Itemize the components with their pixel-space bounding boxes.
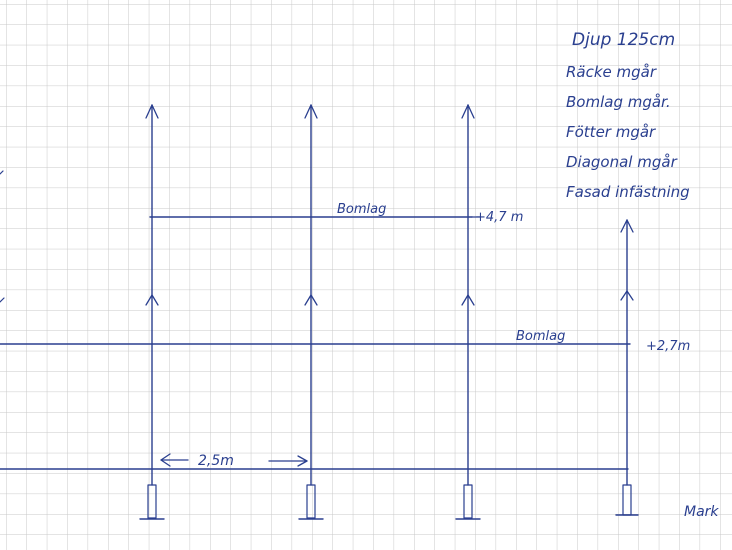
ground-label: Mark — [684, 504, 719, 520]
note-diagonal: Diagonal mgår — [566, 153, 678, 171]
note-railing: Räcke mgår — [566, 63, 657, 81]
note-depth: Djup 125cm — [572, 30, 675, 50]
edge-mark-1 — [0, 170, 4, 175]
bay-width-label: 2,5m — [198, 453, 234, 469]
bay-width-dimension — [160, 453, 308, 467]
standard-3 — [455, 104, 481, 520]
ledger-label-lower: Bomlag — [516, 329, 565, 344]
standard-2 — [298, 104, 324, 520]
edge-mark-2 — [0, 297, 5, 303]
height-label-lower: +2,7m — [646, 339, 690, 354]
height-label-upper: +4,7 m — [475, 210, 523, 225]
note-facade-anchor: Fasad infästning — [566, 183, 690, 201]
note-ledger: Bomlag mgår. — [566, 93, 671, 111]
ledger-label-upper: Bomlag — [337, 202, 386, 217]
notes-list: Djup 125cm Räcke mgår Bomlag mgår. Fötte… — [566, 30, 690, 201]
standard-4 — [615, 219, 639, 516]
note-feet: Fötter mgår — [566, 123, 656, 141]
standard-1 — [139, 104, 165, 520]
